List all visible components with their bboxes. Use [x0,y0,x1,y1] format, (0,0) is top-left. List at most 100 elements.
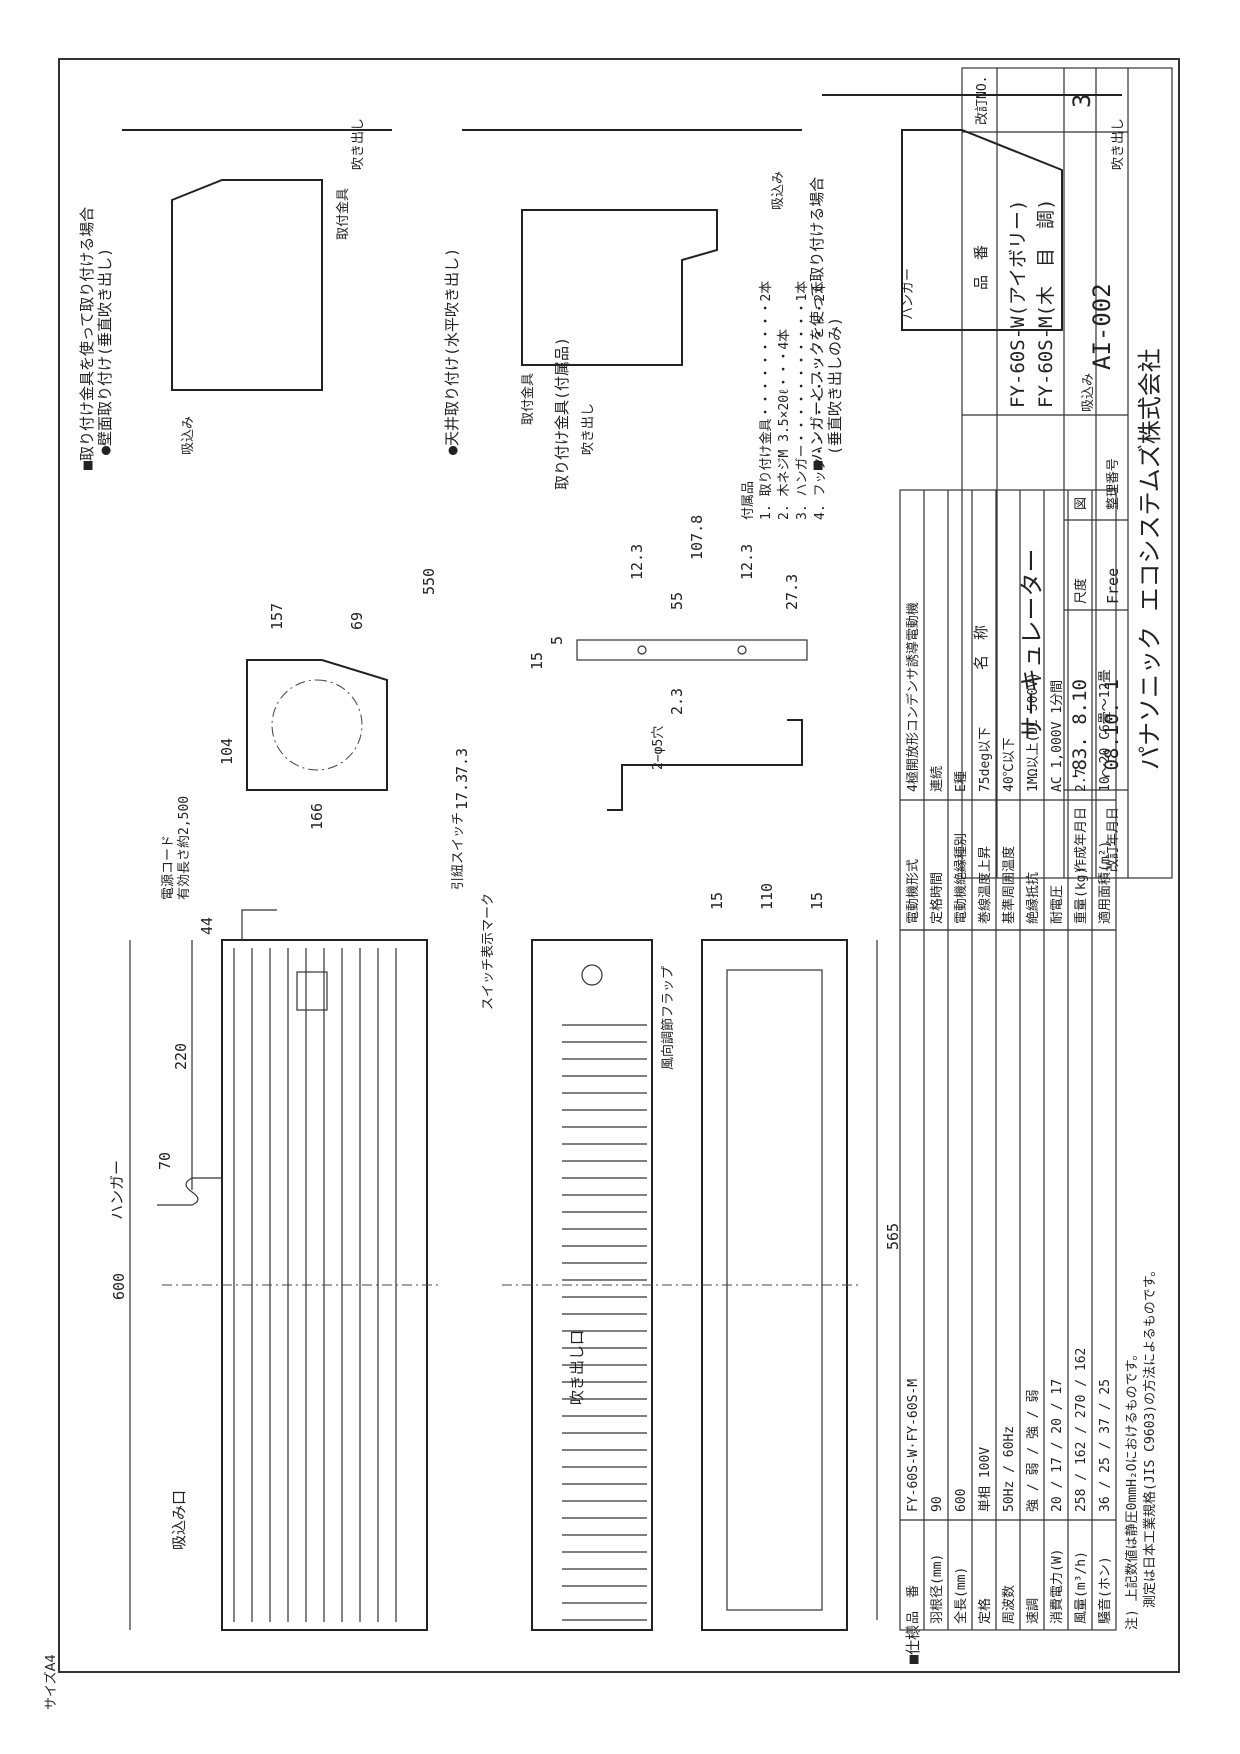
spec-row-label: 風量(m³/h) [1074,1551,1089,1624]
spec-row-value: 90 [930,1496,945,1512]
spec-row-label: 速調 [1026,1598,1041,1624]
created-date: '83. 8.10 [1069,679,1091,782]
dim-12-3b: 12.3 [738,544,756,580]
spec-note-1: 注) 上記数値は静圧0mmH₂Oにおけるものです。 [1124,1348,1140,1630]
revised-label: 改訂年月日 [1105,807,1121,872]
title-header-part: 品 番 [972,245,990,290]
spec-row-label: 全長(mm) [953,1567,969,1624]
wall-fitting-label: 取付金具 [335,188,351,240]
dim-2-3: 2.3 [668,688,686,715]
spec-row-value: 強 / 弱 / 強 / 弱 [1026,1390,1041,1512]
dim-12-3a: 12.3 [628,544,646,580]
motor-row-label: 絶縁抵抗 [1025,872,1041,924]
motor-row-value: 10〜20 C6畳〜12畳 [1098,670,1113,792]
motor-row-value: 連続 [930,766,945,792]
spec-row-value: 50Hz / 60Hz [1002,1426,1017,1512]
motor-row-value: 4極開放形コンデンサ誘導電動機 [905,602,921,792]
wall-in-label: 吸込み [181,416,196,455]
spec-row-value: 258 / 162 / 270 / 162 [1074,1348,1089,1512]
motor-row-value: 40℃以下 [1002,737,1017,792]
motor-row-label: 電動機絶縁種別 [953,833,969,924]
side-view: 166 104 157 69 550 [218,568,438,830]
spec-row-value: 36 / 25 / 37 / 25 [1098,1379,1113,1512]
cord-length-label: 有効長さ約2,500 [177,796,192,900]
spec-row-label: 定格 [977,1598,993,1624]
motor-row-label: 適用面積(m²) [1097,841,1113,924]
revision-number: 3 [1068,94,1096,108]
motor-row-label: 巻線温度上昇 [977,846,993,924]
hanger-install-hanger-label: ハンガー [901,268,916,320]
scale-label: 尺度 [1073,578,1089,604]
title-header-rev: 改訂NO. [974,76,990,125]
product-name: サーキュレーター [1018,548,1046,740]
part-number-2: FY-60S-M(木 目 調) [1035,199,1057,408]
hanger-out-label: 吹き出し [1111,118,1126,170]
dim-166: 166 [308,803,326,830]
paper-size-label: サイズA4 [44,1654,59,1710]
dim-5: 5 [548,636,566,645]
accessory-3: 3. ハンガー・・・・・・・・・・・1本 [795,281,810,520]
motor-row-label: 耐電圧 [1050,885,1065,924]
dim-565: 565 [884,1223,902,1250]
motor-row-label: 定格時間 [929,872,945,924]
top-view: 吹き出し口 スイッチ表示マーク 風向調節フラップ [481,893,682,1631]
drawing-sheet [58,58,1180,1673]
dim-104: 104 [218,738,236,765]
accessory-2: 2. 木ネジM 3.5×20ℓ・・・4本 [777,329,792,520]
installation-ceiling: ●天井取り付け(水平吹き出し) 取付金具 吹き出し 吸込み [443,129,802,455]
motor-row-label: 重量(kg) [1073,867,1089,924]
ceiling-install-sub: ●天井取り付け(水平吹き出し) [443,248,461,455]
scale-value: Free [1104,568,1122,604]
accessory-1: 1. 取り付け金具・・・・・・・・・2本 [758,281,774,520]
outlet-label: 吹き出し口 [568,1330,586,1405]
dim-157: 157 [268,603,286,630]
ceiling-in-label: 吸込み [771,171,786,210]
spec-row-value: 20 / 17 / 20 / 17 [1050,1379,1065,1512]
dim-27-3: 27.3 [783,574,801,610]
motor-row-label: 電動機形式 [906,859,921,924]
switch-mark-label: スイッチ表示マーク [481,893,496,1010]
spec-row-label: 騒音(ホン) [1097,1556,1113,1624]
bottom-view: 565 15 110 15 [682,883,902,1631]
spec-row-value: 600 [954,1489,969,1512]
spec-row-value: FY-60S-W·FY-60S-M [906,1379,921,1512]
dim-44: 44 [198,917,216,935]
dim-55: 55 [668,592,686,610]
dim-220: 220 [172,1043,190,1070]
flap-label: 風向調節フラップ [660,966,676,1070]
spec-row-value: 単相 100V [977,1447,993,1512]
dim-70: 70 [156,1152,174,1170]
wall-install-sub: ●壁面取り付け(垂直吹き出し) [96,248,114,455]
suction-label: 吸込み口 [170,1490,188,1550]
company-name: パナソニック エコシステムズ株式会社 [1136,348,1164,770]
wall-out-label: 吹き出し [351,118,366,170]
motor-row-value: AC 1,000V 1分間 [1050,680,1065,792]
spec-row-label: 羽根径(mm) [930,1554,945,1624]
motor-row-value: 1MΩ以上(DC 500V) [1026,672,1041,792]
motor-row-value: E種 [953,771,969,792]
motor-row-label: 基準周囲温度 [1001,846,1017,924]
accessory-4: 4. フック・・・・・・・・・・・・2本 [813,281,828,520]
title-header-name: 名 称 [972,625,990,670]
projection-label: 図 [1074,497,1089,510]
accessories-title: 付属品 [741,481,756,520]
title-block: 名 称 品 番 改訂NO. サーキュレーター FY-60S-W(アイボリー) F… [961,67,1173,879]
dim-15b: 15 [808,892,826,910]
spec-note-2: 測定は日本工業規格(JIS C9603)の方法によるものです。 [1142,1264,1158,1608]
cord-label: 電源コード [161,835,176,900]
accessories-list: 付属品 1. 取り付け金具・・・・・・・・・2本 2. 木ネジM 3.5×20ℓ… [741,281,828,520]
spec-table: ■仕様 品 番FY-60S-W·FY-60S-M羽根径(mm)90全長(mm)6… [899,929,1158,1664]
spec-row-label: 消費電力(W) [1050,1549,1065,1624]
part-number-1: FY-60S-W(アイボリー) [1007,200,1029,408]
spec-row-label: 周波数 [1002,1585,1017,1624]
management-label: 整理番号 [1106,458,1121,510]
hanger-in-label: 吸込み [1081,373,1096,412]
installation-wall: ■取り付け金具を使って取り付ける場合 ●壁面取り付け(垂直吹き出し) 吸込み 吹… [78,118,392,470]
front-hanger-label: ハンガー [108,1160,126,1220]
bracket-title: 取り付け金具(付属品) [553,337,571,490]
dim-7-3: 7.3 [453,748,471,775]
dim-15c: 15 [528,652,546,670]
hole-label: 2−φ5穴 [651,726,666,770]
